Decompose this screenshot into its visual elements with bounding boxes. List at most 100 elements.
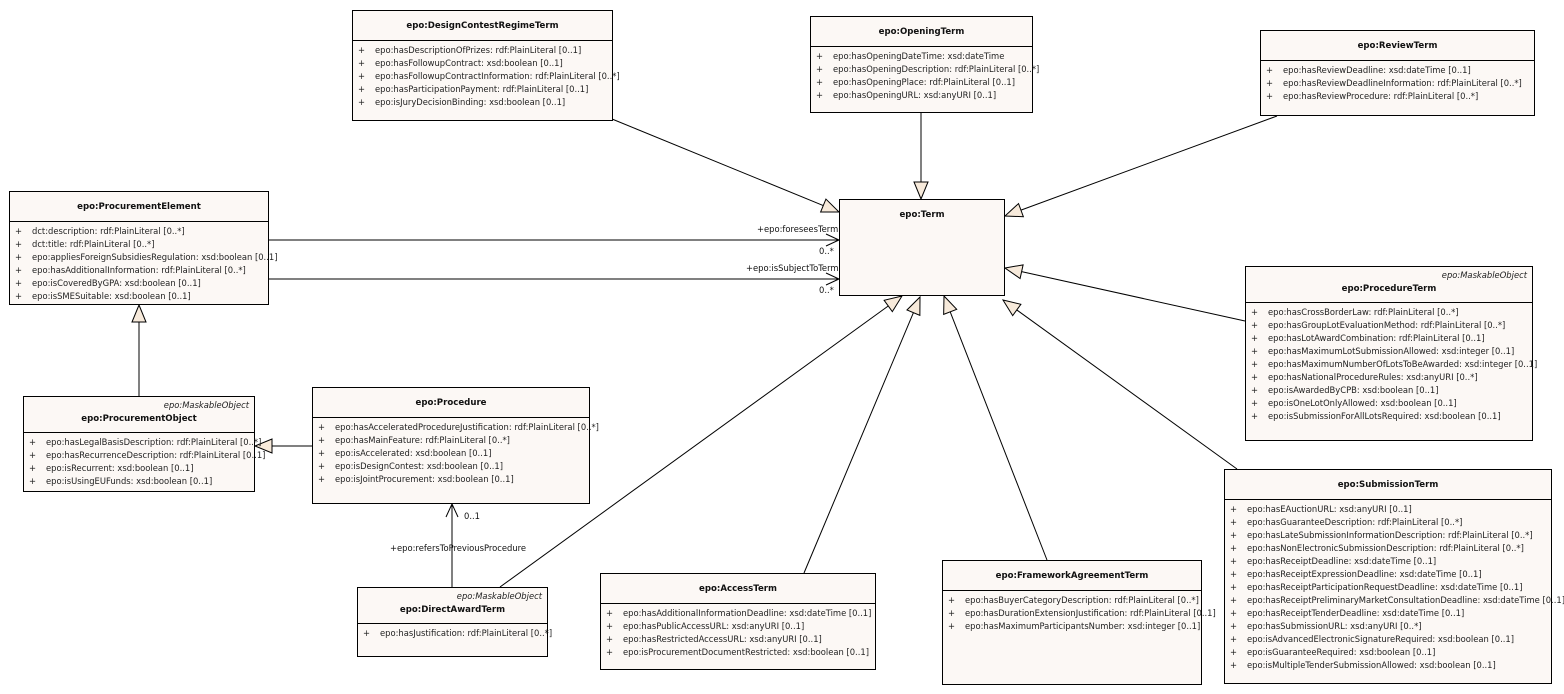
visibility-public-icon: + bbox=[1251, 333, 1259, 343]
class-procurement-element[interactable]: epo:ProcurementElement+dct:description: … bbox=[9, 191, 277, 305]
attribute-row[interactable]: +epo:hasRestrictedAccessURL: xsd:anyURI … bbox=[601, 633, 875, 646]
attribute-list: +epo:hasJustification: rdf:PlainLiteral … bbox=[358, 624, 552, 640]
visibility-public-icon: + bbox=[1230, 660, 1238, 670]
association-role-is-subject-to-term: +epo:isSubjectToTerm bbox=[746, 263, 839, 273]
attribute-row[interactable]: +epo:hasJustification: rdf:PlainLiteral … bbox=[358, 627, 552, 640]
attribute-row[interactable]: +epo:hasEAuctionURL: xsd:anyURI [0..1] bbox=[1225, 503, 1551, 516]
visibility-public-icon: + bbox=[1251, 359, 1259, 369]
class-access-term[interactable]: epo:AccessTerm+epo:hasAdditionalInformat… bbox=[600, 573, 876, 670]
attribute-text: epo:hasPublicAccessURL: xsd:anyURI [0..1… bbox=[623, 621, 805, 631]
attribute-row[interactable]: +epo:isSMESuitable: xsd:boolean [0..1] bbox=[10, 290, 268, 303]
generalization-arrowhead-icon bbox=[906, 295, 921, 317]
attribute-row[interactable]: +epo:isSubmissionForAllLotsRequired: xsd… bbox=[1246, 410, 1532, 423]
attribute-row[interactable]: +epo:hasReceiptDeadline: xsd:dateTime [0… bbox=[1225, 555, 1551, 568]
attribute-row[interactable]: +epo:hasFollowupContractInformation: rdf… bbox=[353, 70, 620, 83]
attribute-text: epo:hasFollowupContract: xsd:boolean [0.… bbox=[375, 58, 563, 68]
generalization-framework-to-term[interactable] bbox=[949, 311, 1048, 561]
attribute-row[interactable]: +epo:hasOpeningDateTime: xsd:dateTime bbox=[811, 50, 1032, 63]
attribute-row[interactable]: +epo:isOneLotOnlyAllowed: xsd:boolean [0… bbox=[1246, 397, 1532, 410]
attribute-row[interactable]: +epo:hasReceiptPreliminaryMarketConsulta… bbox=[1225, 594, 1564, 607]
attribute-row[interactable]: +epo:hasReviewDeadlineInformation: rdf:P… bbox=[1261, 77, 1534, 90]
attribute-row[interactable]: +epo:hasLegalBasisDescription: rdf:Plain… bbox=[24, 436, 261, 449]
generalization-access-to-term[interactable] bbox=[803, 312, 914, 574]
attribute-text: epo:hasMainFeature: rdf:PlainLiteral [0.… bbox=[335, 435, 510, 445]
attribute-row[interactable]: +epo:hasReceiptParticipationRequestDeadl… bbox=[1225, 581, 1551, 594]
attribute-text: epo:hasEAuctionURL: xsd:anyURI [0..1] bbox=[1247, 504, 1412, 514]
attribute-row[interactable]: +epo:hasAcceleratedProcedureJustificatio… bbox=[313, 421, 599, 434]
attribute-row[interactable]: +epo:isUsingEUFunds: xsd:boolean [0..1] bbox=[24, 475, 254, 488]
attribute-row[interactable]: +epo:hasGuaranteeDescription: rdf:PlainL… bbox=[1225, 516, 1551, 529]
class-framework-agreement-term[interactable]: epo:FrameworkAgreementTerm+epo:hasBuyerC… bbox=[942, 560, 1216, 685]
attribute-row[interactable]: +epo:hasDurationExtensionJustification: … bbox=[943, 607, 1216, 620]
visibility-public-icon: + bbox=[358, 97, 366, 107]
attribute-row[interactable]: +epo:hasLateSubmissionInformationDescrip… bbox=[1225, 529, 1551, 542]
attribute-row[interactable]: +epo:isAwardedByCPB: xsd:boolean [0..1] bbox=[1246, 384, 1532, 397]
attribute-row[interactable]: +dct:description: rdf:PlainLiteral [0..*… bbox=[10, 225, 268, 238]
attribute-row[interactable]: +epo:isDesignContest: xsd:boolean [0..1] bbox=[313, 460, 589, 473]
visibility-public-icon: + bbox=[606, 621, 614, 631]
generalization-procedure-term-to-term[interactable] bbox=[1021, 271, 1246, 322]
attribute-row[interactable]: + epo:hasLotAwardCombination: rdf:PlainLi… bbox=[1246, 332, 1532, 345]
attribute-row[interactable]: +epo:hasOpeningDescription: rdf:PlainLit… bbox=[811, 63, 1039, 76]
attribute-row[interactable]: +epo:hasDescriptionOfPrizes: rdf:PlainLi… bbox=[353, 44, 612, 57]
class-procedure[interactable]: epo:Procedure +epo:hasAcceleratedProcedur… bbox=[312, 387, 599, 504]
attribute-text: dct:description: rdf:PlainLiteral [0..*] bbox=[32, 226, 185, 236]
attribute-text: epo:hasReceiptDeadline: xsd:dateTime [0.… bbox=[1247, 556, 1437, 566]
attribute-row[interactable]: +epo:hasReviewDeadline: xsd:dateTime [0.… bbox=[1261, 64, 1534, 77]
generalization-submission-to-term[interactable] bbox=[1016, 309, 1238, 470]
attribute-row[interactable]: +epo:isRecurrent: xsd:boolean [0..1] bbox=[24, 462, 254, 475]
attribute-text: epo:hasJustification: rdf:PlainLiteral [… bbox=[380, 628, 553, 638]
class-design-contest-regime-term[interactable]: epo:DesignContestRegimeTerm+epo:hasDescr… bbox=[352, 10, 620, 121]
attribute-row[interactable]: +epo:isMultipleTenderSubmissionAllowed: … bbox=[1225, 659, 1551, 672]
attribute-row[interactable]: +epo:hasRecurrenceDescription: rdf:Plain… bbox=[24, 449, 265, 462]
attribute-row[interactable]: +dct:title: rdf:PlainLiteral [0..*] bbox=[10, 238, 268, 251]
class-review-term[interactable]: epo:ReviewTerm+epo:hasReviewDeadline: xs… bbox=[1260, 30, 1535, 116]
class-term[interactable]: epo:Term bbox=[839, 199, 1005, 296]
attribute-row[interactable]: +epo:appliesForeignSubsidiesRegulation: … bbox=[10, 251, 277, 264]
attribute-row[interactable]: +epo:hasReceiptExpressionDeadline: xsd:d… bbox=[1225, 568, 1551, 581]
attribute-row[interactable]: +epo:isCoveredByGPA: xsd:boolean [0..1] bbox=[10, 277, 268, 290]
attribute-row[interactable]: +epo:hasMaximumParticipantsNumber: xsd:i… bbox=[943, 620, 1201, 633]
generalization-review-to-term[interactable] bbox=[1020, 115, 1278, 211]
attribute-row[interactable]: +epo:hasReviewProcedure: rdf:PlainLitera… bbox=[1261, 90, 1534, 103]
attribute-row[interactable]: +epo:isProcurementDocumentRestricted: xs… bbox=[601, 646, 875, 659]
generalization-direct-award-to-term[interactable] bbox=[499, 305, 889, 588]
attribute-row[interactable]: +epo:hasNationalProcedureRules: xsd:anyU… bbox=[1246, 371, 1532, 384]
attribute-text: epo:hasAcceleratedProcedureJustification… bbox=[335, 422, 599, 432]
attribute-row[interactable]: +epo:hasMaximumLotSubmissionAllowed: xsd… bbox=[1246, 345, 1532, 358]
generalization-arrowhead-icon bbox=[1003, 264, 1024, 280]
attribute-row[interactable]: +epo:hasOpeningPlace: rdf:PlainLiteral [… bbox=[811, 76, 1032, 89]
attribute-row[interactable]: +epo:hasGroupLotEvaluationMethod: rdf:Pl… bbox=[1246, 319, 1532, 332]
visibility-public-icon: + bbox=[1230, 517, 1238, 527]
attribute-row[interactable]: +epo:hasParticipationPayment: rdf:PlainL… bbox=[353, 83, 612, 96]
attribute-row[interactable]: +epo:hasOpeningURL: xsd:anyURI [0..1] bbox=[811, 89, 1032, 102]
class-opening-term[interactable]: epo:OpeningTerm+epo:hasOpeningDateTime: … bbox=[810, 16, 1039, 113]
attribute-row[interactable]: +epo:isGuaranteeRequired: xsd:boolean [0… bbox=[1225, 646, 1551, 659]
attribute-row[interactable]: +epo:isAdvancedElectronicSignatureRequir… bbox=[1225, 633, 1551, 646]
attribute-text: epo:hasReviewDeadlineInformation: rdf:Pl… bbox=[1283, 78, 1522, 88]
attribute-row[interactable]: +epo:hasReceiptTenderDeadline: xsd:dateT… bbox=[1225, 607, 1551, 620]
class-name: epo:Procedure bbox=[415, 398, 487, 408]
generalization-arrowhead-icon bbox=[131, 303, 147, 323]
attribute-text: epo:isAwardedByCPB: xsd:boolean [0..1] bbox=[1268, 385, 1439, 395]
attribute-row[interactable]: +epo:isJuryDecisionBinding: xsd:boolean … bbox=[353, 96, 612, 109]
attribute-row[interactable]: +epo:hasNonElectronicSubmissionDescripti… bbox=[1225, 542, 1551, 555]
attribute-row[interactable]: +epo:hasFollowupContract: xsd:boolean [0… bbox=[353, 57, 612, 70]
attribute-row[interactable]: +epo:hasMaximumNumberOfLotsToBeAwarded: … bbox=[1246, 358, 1537, 371]
attribute-row[interactable]: +epo:isJointProcurement: xsd:boolean [0.… bbox=[313, 473, 589, 486]
attribute-row[interactable]: +epo:isAccelerated: xsd:boolean [0..1] bbox=[313, 447, 589, 460]
attribute-row[interactable]: +epo:hasCrossBorderLaw: rdf:PlainLiteral… bbox=[1246, 306, 1532, 319]
attribute-row[interactable]: + epo:hasPublicAccessURL: xsd:anyURI [0..… bbox=[601, 620, 875, 633]
attribute-text: epo:hasLegalBasisDescription: rdf:PlainL… bbox=[46, 437, 262, 447]
attribute-row[interactable]: +epo:hasAdditionalInformationDeadline: x… bbox=[601, 607, 875, 620]
generalization-design-contest-to-term[interactable] bbox=[611, 118, 824, 207]
attribute-row[interactable]: +epo:hasSubmissionURL: xsd:anyURI [0..*] bbox=[1225, 620, 1551, 633]
attribute-text: epo:hasLotAwardCombination: rdf:PlainLit… bbox=[1268, 333, 1485, 343]
attribute-row[interactable]: +epo:hasBuyerCategoryDescription: rdf:Pl… bbox=[943, 594, 1201, 607]
attribute-row[interactable]: +epo:hasMainFeature: rdf:PlainLiteral [0… bbox=[313, 434, 589, 447]
attribute-row[interactable]: +epo:hasAdditionalInformation: rdf:Plain… bbox=[10, 264, 268, 277]
class-submission-term[interactable]: epo:SubmissionTerm+epo:hasEAuctionURL: x… bbox=[1224, 469, 1564, 684]
